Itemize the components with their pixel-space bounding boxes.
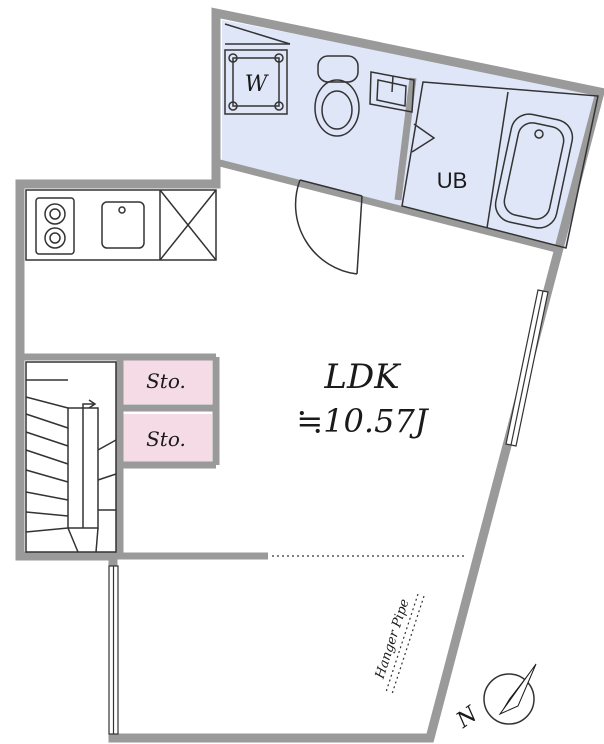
washer-label: W <box>245 72 270 97</box>
window-west <box>108 565 119 735</box>
toilet-icon <box>314 55 360 137</box>
hanger-pipe <box>385 593 425 695</box>
north-label: N <box>451 701 483 734</box>
compass-icon <box>483 663 537 725</box>
kitchen-sink-icon <box>101 201 145 249</box>
ldk-label: LDK <box>323 357 402 397</box>
bathtub-icon <box>401 81 599 249</box>
stairs-icon <box>25 361 117 553</box>
ldk-area: ≒10.57J <box>296 402 429 440</box>
kitchen-counter <box>25 189 217 261</box>
ub-door <box>411 123 436 153</box>
window-east <box>505 289 549 447</box>
interior-walls <box>20 77 561 560</box>
stove-icon <box>35 197 75 255</box>
storage-2-label: Sto. <box>146 427 186 451</box>
storage-2-floor <box>123 414 212 462</box>
wash-basin-icon <box>369 71 415 113</box>
storage-1-label: Sto. <box>146 369 186 393</box>
unit-bath-label: UB <box>437 168 468 193</box>
storage-1-floor <box>123 357 212 404</box>
toilet-door <box>294 179 363 275</box>
hanger-pipe-label: Hanger Pipe <box>372 597 412 682</box>
washing-machine-icon <box>224 23 291 115</box>
